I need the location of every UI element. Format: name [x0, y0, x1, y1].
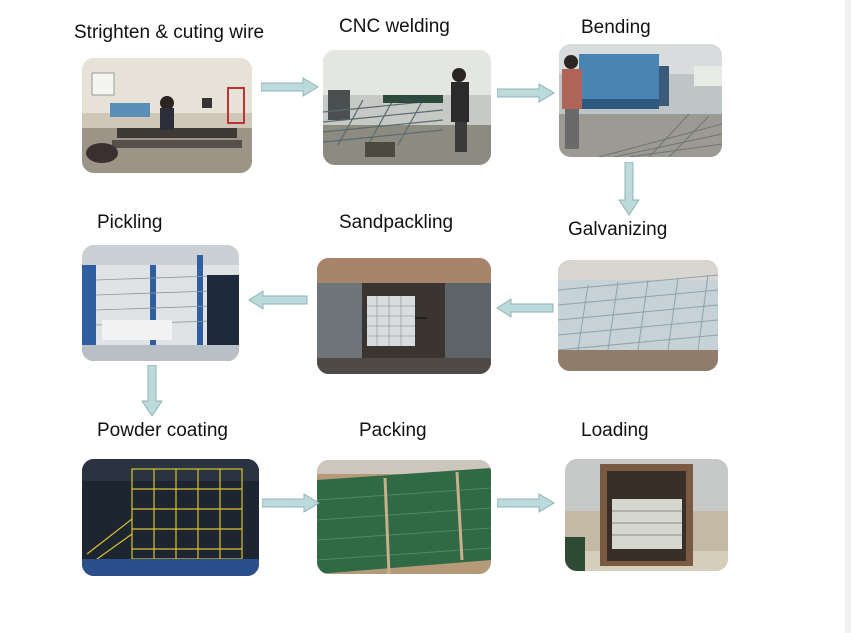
step-label-galvanizing: Galvanizing: [568, 219, 668, 240]
photo-loading: [565, 459, 728, 571]
photo-cnc-welding: [323, 50, 491, 165]
arrow-welding-to-bending: [497, 83, 555, 103]
step-label-powder-coating: Powder coating: [97, 420, 228, 441]
arrow-bending-to-galvanizing: [618, 162, 640, 216]
photo-pickling: [82, 245, 239, 361]
photo-galvanizing: [558, 260, 718, 371]
step-label-loading: Loading: [581, 420, 649, 441]
step-label-sandpackling: Sandpackling: [339, 212, 454, 233]
arrow-cutting-to-welding: [261, 77, 319, 97]
step-label-packing: Packing: [359, 420, 427, 441]
arrow-packing-to-loading: [497, 493, 555, 513]
photo-straighten-cutting: [82, 58, 252, 173]
step-label-cnc-welding: CNC welding: [339, 16, 450, 37]
step-label-pickling: Pickling: [97, 212, 163, 233]
page-edge: [845, 0, 851, 633]
photo-powder-coating: [82, 459, 259, 576]
photo-packing: [317, 460, 491, 574]
photo-sandpackling: [317, 258, 491, 374]
step-label-bending: Bending: [581, 17, 651, 38]
arrow-pickling-to-powder-coating: [141, 365, 163, 417]
step-label-straighten-cutting: Strighten & cuting wire: [74, 22, 265, 43]
photo-bending: [559, 44, 722, 157]
arrow-powder-coating-to-packing: [262, 493, 320, 513]
arrow-sandpackling-to-pickling: [248, 290, 308, 310]
arrow-galvanizing-to-sandpackling: [496, 298, 554, 318]
